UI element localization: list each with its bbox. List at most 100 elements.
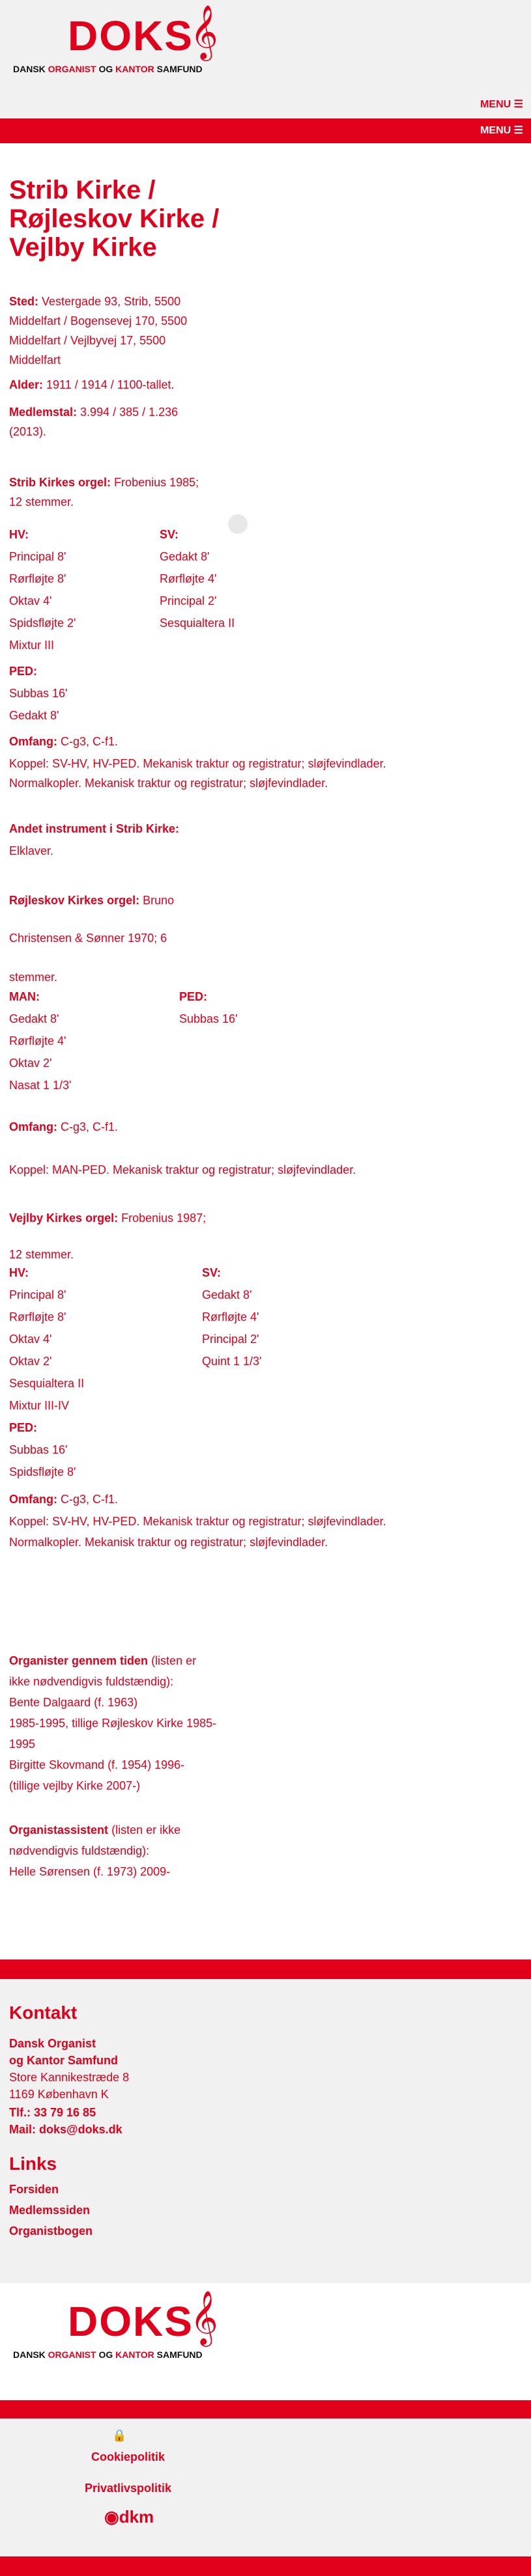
kontakt-heading: Kontakt [9,2002,78,2023]
sted-line: Middelfart / Vejlbyvej 17, 5500 [9,334,166,347]
organister-line: ikke nødvendigvis fuldstændig): [9,1675,174,1688]
vejlby-orgel-heading: Vejlby Kirkes orgel: Frobenius 1987; [9,1212,207,1225]
strib-sv-stop: Rørfløjte 4' [160,572,217,585]
sted-line: Middelfart [9,353,61,367]
vejlby-ped-stop: Subbas 16' [9,1443,68,1456]
organister-line: Bente Dalgaard (f. 1963) [9,1696,138,1709]
vejlby-stops-count: 12 stemmer. [9,1248,74,1261]
strib-ped-stop: Subbas 16' [9,687,68,700]
vejlby-omfang: Omfang: C-g3, C-f1. [9,1493,119,1506]
vejlby-ped-stop: Spidsfløjte 8' [9,1465,76,1478]
links-heading: Links [9,2154,57,2174]
vejlby-hv-stop: Oktav 2' [9,1355,52,1368]
logo-tagline: DANSK ORGANIST OG KANTOR SAMFUND [13,64,203,74]
strib-hv-stop: Principal 8' [9,550,66,563]
kontakt-mail[interactable]: Mail: doks@doks.dk [9,2123,122,2136]
medlemstal-block: Medlemstal: 3.994 / 385 / 1.236 [9,406,179,419]
rojleskov-stops-count: stemmer. [9,971,58,984]
vejlby-hv-stop: Rørfløjte 8' [9,1310,66,1323]
vejlby-sv-stop: Rørfløjte 4' [202,1310,259,1323]
organister-line: (tillige vejlby Kirke 2007-) [9,1779,141,1792]
footer-bottom-bar [0,2556,531,2576]
menu-button-secondary[interactable]: MENU ☰ [480,125,523,136]
rojleskov-ped-label: PED: [179,990,208,1003]
vejlby-hv-label: HV: [9,1266,29,1279]
strib-sv-stop: Sesquialtera II [160,616,235,630]
privacy-link[interactable]: Privatlivspolitik [85,2482,172,2495]
vejlby-hv-stop: Oktav 4' [9,1333,52,1346]
vejlby-hv-stop: Sesquialtera II [9,1377,85,1390]
strib-hv-label: HV: [9,528,29,541]
rojleskov-coupling: Koppel: MAN-PED. Mekanisk traktur og reg… [9,1163,356,1176]
strib-stops-count: 12 stemmer. [9,495,74,508]
link-medlemssiden[interactable]: Medlemssiden [9,2204,91,2217]
strib-ped-stop: Gedakt 8' [9,709,59,722]
strib-hv-stop: Oktav 4' [9,594,52,607]
footer-info: Kontakt Dansk Organist og Kantor Samfund… [0,1979,531,2283]
strib-sv-stop: Gedakt 8' [160,550,210,563]
alder-block: Alder: 1911 / 1914 / 1100-tallet. [9,378,175,391]
organister-heading: Organister gennem tiden (listen er [9,1654,197,1667]
menu-button[interactable]: MENU ☰ [480,99,523,110]
rojleskov-man-label: MAN: [9,990,40,1003]
strib-hv-stop: Rørfløjte 8' [9,572,66,585]
rojleskov-ped-stop: Subbas 16' [179,1012,238,1025]
rojleskov-omfang: Omfang: C-g3, C-f1. [9,1120,119,1133]
dkm-logo[interactable]: ◉dkm [104,2507,154,2527]
hamburger-icon: ☰ [513,125,523,136]
circle-icon [228,514,248,534]
rojleskov-man-stop: Oktav 2' [9,1057,52,1070]
strib-orgel-heading: Strib Kirkes orgel: Frobenius 1985; [9,476,199,489]
strib-sv-label: SV: [160,528,179,541]
page-title: Strib Kirke / Røjleskov Kirke / Vejlby K… [9,176,220,262]
footer-logo-tagline: DANSK ORGANIST OG KANTOR SAMFUND [13,2349,203,2360]
organister-line: 1995 [9,1738,36,1751]
strib-andet-value: Elklaver. [9,844,54,857]
footer-bar [0,2400,531,2418]
rojleskov-man-stop: Gedakt 8' [9,1012,59,1025]
lock-icon: 🔒 [112,2429,127,2442]
rojleskov-builder-line: Christensen & Sønner 1970; 6 [9,932,167,945]
organister-line: Birgitte Skovmand (f. 1954) 1996- [9,1758,185,1771]
vejlby-sv-stop: Principal 2' [202,1333,259,1346]
sted-line: Middelfart / Bogensevej 170, 5500 [9,314,188,327]
treble-clef-icon: 𝄞 [190,6,218,58]
organister-line: 1985-1995, tillige Røjleskov Kirke 1985- [9,1717,217,1730]
link-organistbogen[interactable]: Organistbogen [9,2224,93,2237]
treble-clef-icon: 𝄞 [190,2292,218,2344]
kontakt-address: Store Kannikestræde 8 [9,2071,130,2084]
footer-logo-area: DOKS 𝄞 DANSK ORGANIST OG KANTOR SAMFUND [0,2283,531,2400]
cookie-link[interactable]: Cookiepolitik [91,2450,165,2463]
hamburger-icon: ☰ [513,99,523,110]
vejlby-hv-stop: Mixtur III-IV [9,1399,70,1412]
vejlby-sv-label: SV: [202,1266,222,1279]
footer-logo[interactable]: DOKS [68,2298,194,2345]
strib-andet-heading: Andet instrument i Strib Kirke: [9,822,180,835]
site-logo[interactable]: DOKS [68,12,194,59]
strib-hv-stop: Spidsfløjte 2' [9,616,76,630]
rojleskov-man-stop: Rørfløjte 4' [9,1034,66,1047]
link-forsiden[interactable]: Forsiden [9,2183,59,2196]
strib-hv-stop: Mixtur III [9,639,55,652]
kontakt-phone[interactable]: Tlf.: 33 79 16 85 [9,2106,96,2119]
strib-omfang: Omfang: C-g3, C-f1. [9,735,119,748]
strib-sv-stop: Principal 2' [160,594,217,607]
strib-coupling: Normalkopler. Mekanisk traktur og regist… [9,777,328,790]
vejlby-coupling: Normalkopler. Mekanisk traktur og regist… [9,1536,328,1549]
organistassistent-heading: Organistassistent (listen er ikke [9,1823,181,1836]
vejlby-hv-stop: Principal 8' [9,1288,66,1301]
kontakt-address: 1169 København K [9,2088,109,2101]
site-header: DOKS 𝄞 DANSK ORGANIST OG KANTOR SAMFUND … [0,0,531,118]
vejlby-ped-label: PED: [9,1421,38,1434]
rojleskov-orgel-heading: Røjleskov Kirkes orgel: Bruno [9,894,175,907]
sted-block: Sted: Vestergade 93, Strib, 5500 [9,295,181,308]
rojleskov-man-stop: Nasat 1 1/3' [9,1079,72,1092]
section-divider [0,1960,531,1979]
organistassistent-line: nødvendigvis fuldstændig): [9,1844,150,1857]
kontakt-org: og Kantor Samfund [9,2054,118,2067]
vejlby-coupling: Koppel: SV-HV, HV-PED. Mekanisk traktur … [9,1515,386,1528]
organistassistent-line: Helle Sørensen (f. 1973) 2009- [9,1865,171,1878]
menu-bar: MENU ☰ [0,118,531,143]
vejlby-sv-stop: Quint 1 1/3' [202,1355,262,1368]
strib-ped-label: PED: [9,665,38,678]
